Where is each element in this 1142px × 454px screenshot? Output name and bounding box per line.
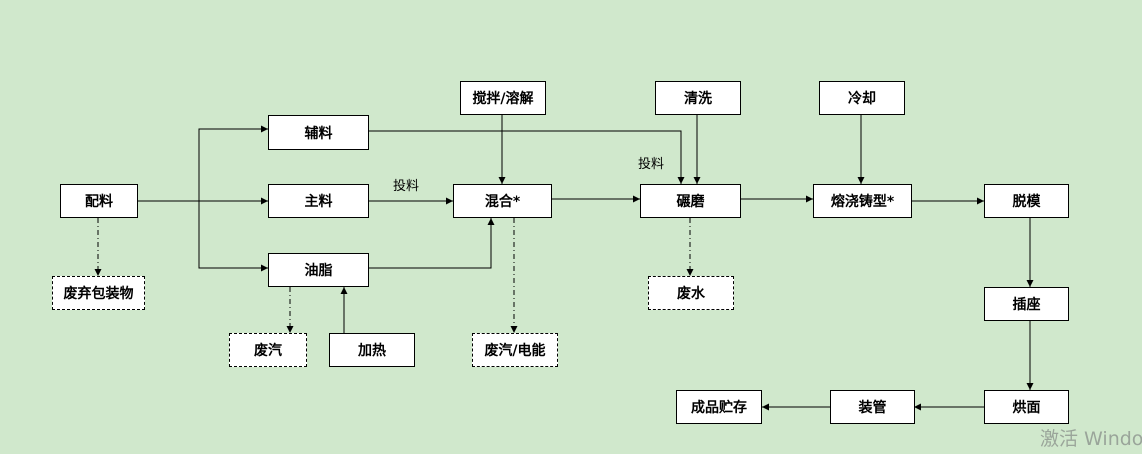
node-jiaoban: 搅拌/溶解 [460, 81, 546, 115]
edge-peiliao-fuliao [198, 125, 268, 201]
node-feiqi: 废汽 [229, 333, 307, 367]
edge-youzhi-hunhe [368, 218, 495, 269]
node-feiqi-baozhuang: 废弃包装物 [52, 276, 145, 310]
edge-fuliao-nianmo [368, 130, 685, 184]
node-feiqi-dianneng: 废汽/电能 [472, 333, 558, 367]
edge-label-touliao-1: 投料 [393, 179, 420, 194]
node-lengque: 冷却 [819, 81, 905, 115]
node-rongjiao: 熔浇铸型* [813, 184, 912, 218]
edge-label-touliao-2: 投料 [638, 157, 665, 172]
node-chengpin: 成品贮存 [676, 390, 762, 424]
node-feishui: 废水 [648, 276, 734, 310]
node-jiaore: 加热 [329, 333, 415, 367]
node-tuomo: 脱模 [984, 184, 1069, 218]
node-chazuo: 插座 [984, 287, 1069, 321]
node-hongmian: 烘面 [984, 390, 1069, 424]
node-nianmo: 碾磨 [640, 184, 741, 218]
node-qingxi: 清洗 [655, 81, 741, 115]
node-zhuliao: 主料 [268, 184, 369, 218]
node-hunhe: 混合* [453, 184, 552, 218]
node-fuliao: 辅料 [268, 115, 369, 150]
node-zhuangguan: 装管 [830, 390, 915, 424]
node-peiliao: 配料 [60, 184, 138, 218]
node-youzhi: 油脂 [268, 253, 369, 287]
edge-peiliao-youzhi [198, 201, 268, 272]
activation-watermark: 激活 Windo [1040, 428, 1142, 450]
